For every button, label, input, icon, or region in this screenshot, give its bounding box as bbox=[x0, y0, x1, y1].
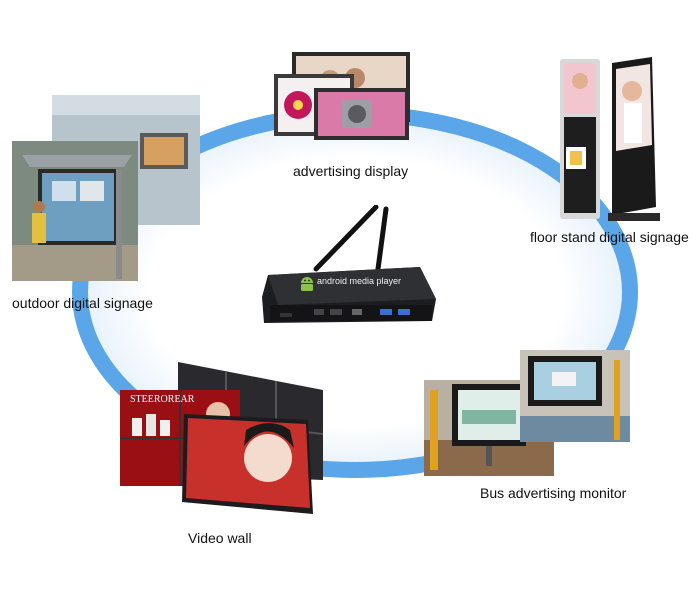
android-robot-icon bbox=[301, 277, 313, 291]
outdoor-signage-label: outdoor digital signage bbox=[12, 295, 153, 311]
advertising-display-photo bbox=[274, 52, 410, 140]
device-label: android media player bbox=[317, 276, 402, 286]
bus-monitor-photo bbox=[424, 350, 630, 476]
media-player-device bbox=[262, 205, 436, 323]
video-wall-label: Video wall bbox=[188, 530, 252, 546]
antenna-right bbox=[375, 206, 389, 272]
outdoor-signage-photo bbox=[12, 95, 200, 281]
floor-stand-photo bbox=[560, 57, 660, 221]
bus-monitor-label: Bus advertising monitor bbox=[480, 485, 627, 501]
video-wall-brand: STEEROREAR bbox=[130, 394, 195, 405]
advertising-display-label: advertising display bbox=[293, 163, 409, 179]
video-wall-photo bbox=[120, 362, 324, 514]
antenna-left bbox=[313, 205, 379, 272]
floor-stand-label: floor stand digital signage bbox=[530, 229, 689, 245]
